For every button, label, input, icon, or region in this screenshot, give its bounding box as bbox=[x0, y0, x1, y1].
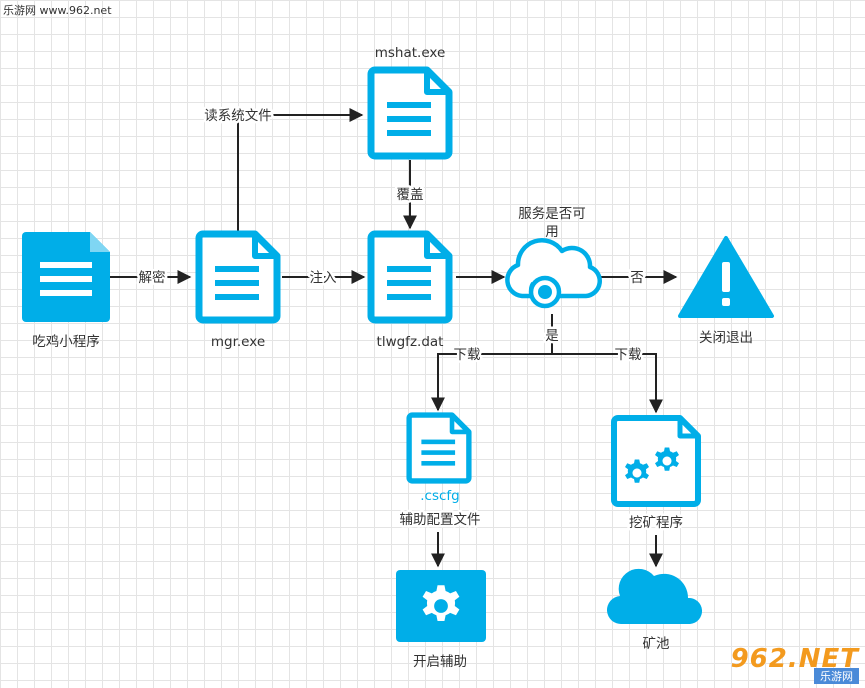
edge-label-yes: 是 bbox=[545, 328, 559, 344]
node-chicken-app: 吃鸡小程序 bbox=[22, 232, 110, 350]
node-miner: 挖矿程序 bbox=[611, 415, 701, 534]
node-cscfg: .cscfg 辅助配置文件 bbox=[397, 415, 483, 531]
node-label: 矿池 bbox=[643, 636, 670, 652]
document-icon bbox=[199, 234, 277, 320]
node-close-exit: 关闭退出 bbox=[678, 236, 774, 346]
document-icon bbox=[371, 70, 449, 156]
document-icon bbox=[22, 232, 110, 322]
node-label: mshat.exe bbox=[375, 45, 446, 61]
gears-icon bbox=[611, 415, 701, 507]
node-mshat: mshat.exe bbox=[371, 45, 449, 156]
edge-download-right bbox=[552, 353, 663, 414]
node-label: 开启辅助 bbox=[413, 654, 467, 670]
node-label: 挖矿程序 bbox=[629, 515, 683, 531]
node-label-line2: 用 bbox=[545, 224, 559, 240]
edge-download-left bbox=[431, 353, 552, 412]
node-pool: 矿池 bbox=[606, 568, 703, 652]
node-label: 关闭退出 bbox=[699, 330, 753, 346]
node-label-ext: .cscfg bbox=[420, 488, 460, 504]
node-label: tlwgfz.dat bbox=[377, 334, 444, 350]
edge-label-overwrite: 覆盖 bbox=[397, 187, 424, 203]
watermark-logo-sub: 乐游网 bbox=[814, 668, 859, 684]
connectors bbox=[110, 108, 678, 568]
document-icon bbox=[371, 234, 449, 320]
node-label: mgr.exe bbox=[211, 334, 265, 350]
edge-label-no: 否 bbox=[630, 270, 644, 286]
cloud-gear-icon bbox=[505, 238, 602, 309]
edge-read-sys-file bbox=[237, 108, 364, 232]
watermark-logo: 962.NET 乐游网 bbox=[729, 644, 859, 684]
gear-icon bbox=[396, 570, 486, 642]
node-label: 辅助配置文件 bbox=[400, 512, 481, 528]
cloud-icon bbox=[606, 568, 703, 625]
watermark-text: 乐游网 www.962.net bbox=[3, 4, 112, 17]
node-label: 吃鸡小程序 bbox=[32, 333, 100, 350]
edge-label-decrypt: 解密 bbox=[139, 269, 166, 286]
edge-label-read-sys-file: 读系统文件 bbox=[204, 108, 272, 124]
node-service: 服务是否可 用 bbox=[505, 206, 602, 309]
edge-label-inject: 注入 bbox=[310, 270, 337, 286]
warning-icon bbox=[678, 236, 774, 318]
node-label-line1: 服务是否可 bbox=[518, 206, 586, 222]
document-icon bbox=[409, 415, 469, 481]
node-mgr: mgr.exe bbox=[199, 234, 277, 350]
edge-label-download-left: 下载 bbox=[454, 347, 481, 363]
node-tlwgfz: tlwgfz.dat bbox=[371, 234, 449, 350]
edge-label-download-right: 下载 bbox=[615, 347, 642, 363]
node-start-aux: 开启辅助 bbox=[396, 570, 486, 670]
